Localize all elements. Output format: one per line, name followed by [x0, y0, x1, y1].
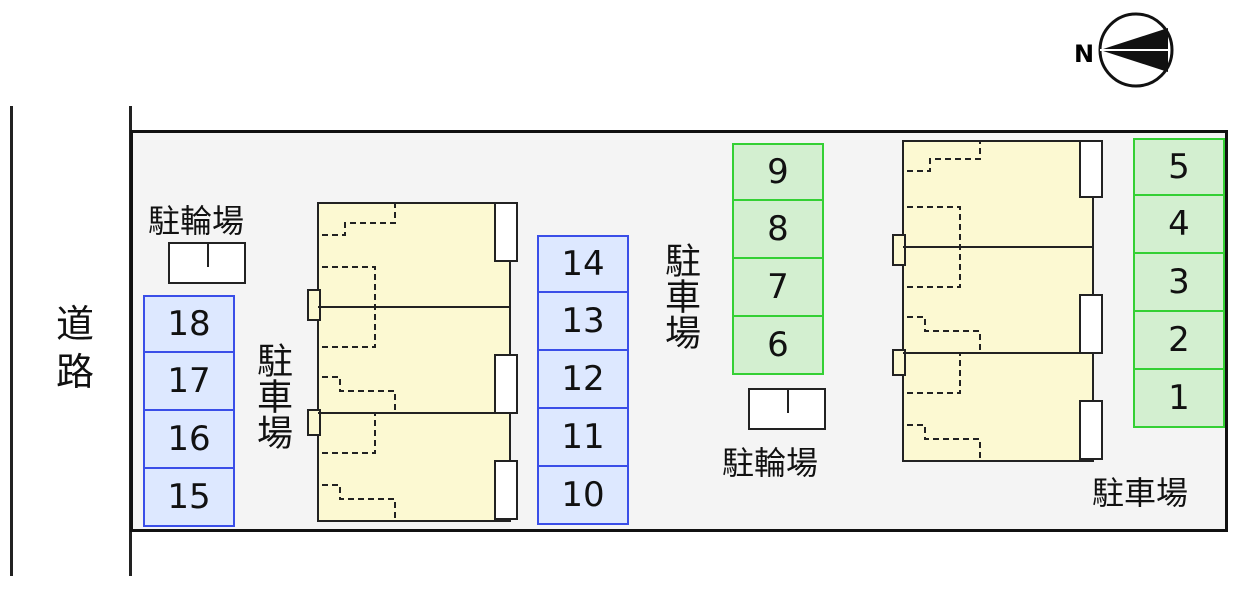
parking-label-center-text: 駐車場 [659, 242, 700, 350]
compass-north-label: N [1074, 40, 1094, 68]
parking-space-14: 14 [537, 235, 629, 293]
parking-space-12: 12 [537, 351, 629, 409]
parking-space-13: 13 [537, 293, 629, 351]
parking-space-16: 16 [143, 411, 235, 469]
parking-space-18: 18 [143, 295, 235, 353]
parking-label-left: 駐車場 [248, 342, 292, 462]
bike-parking-label-center: 駐輪場 [722, 444, 819, 482]
parking-label-left-text: 駐車場 [251, 342, 292, 450]
parking-space-1: 1 [1133, 370, 1225, 428]
parking-space-2: 2 [1133, 312, 1225, 370]
parking-space-8: 8 [732, 201, 824, 259]
bike-parking-shed-left [168, 242, 246, 284]
building-left [307, 202, 518, 522]
parking-space-15: 15 [143, 469, 235, 527]
parking-space-3: 3 [1133, 254, 1225, 312]
parking-label-center: 駐車場 [656, 242, 700, 362]
parking-label-right: 駐車場 [1092, 474, 1189, 512]
building-right [892, 140, 1103, 462]
parking-space-11: 11 [537, 409, 629, 467]
parking-space-4: 4 [1133, 196, 1225, 254]
road-edge-line [10, 106, 13, 576]
road-label: 道路 [55, 302, 94, 394]
parking-spaces-center: 9 8 7 6 [732, 143, 824, 375]
parking-space-9: 9 [732, 143, 824, 201]
parking-space-17: 17 [143, 353, 235, 411]
compass-icon: N [1074, 12, 1174, 88]
bike-parking-shed-center [748, 388, 826, 430]
parking-space-6: 6 [732, 317, 824, 375]
parking-space-5: 5 [1133, 138, 1225, 196]
parking-spaces-right: 5 4 3 2 1 [1133, 138, 1225, 428]
parking-spaces-middle: 14 13 12 11 10 [537, 235, 629, 525]
parking-spaces-left: 18 17 16 15 [143, 295, 235, 527]
bike-parking-label-left: 駐輪場 [148, 202, 245, 240]
parking-space-7: 7 [732, 259, 824, 317]
parking-space-10: 10 [537, 467, 629, 525]
